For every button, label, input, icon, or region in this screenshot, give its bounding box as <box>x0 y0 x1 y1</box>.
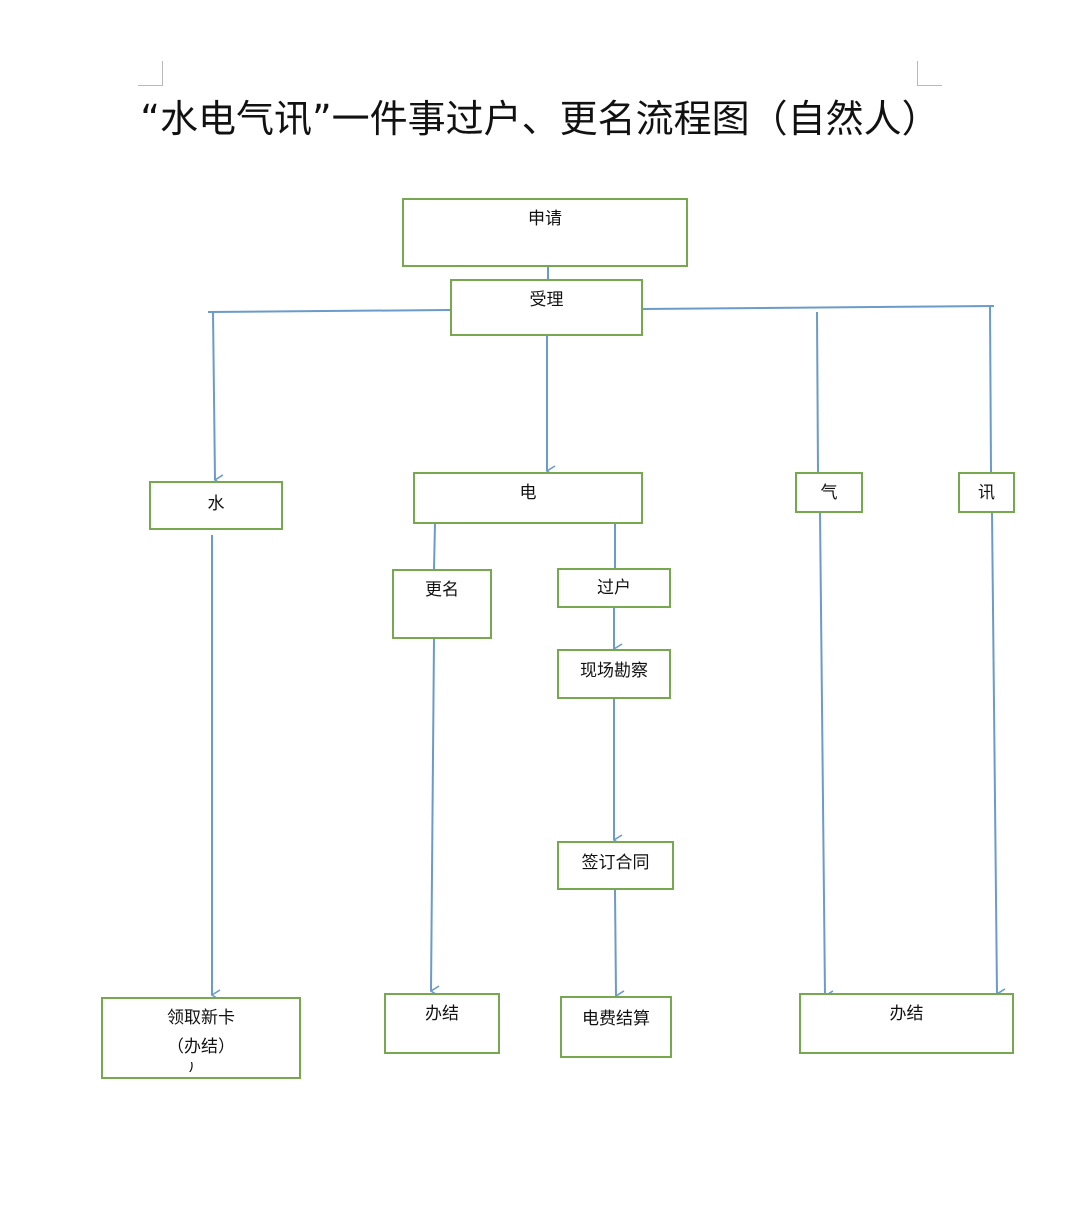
node-apply: 申请 <box>402 198 688 267</box>
node-telecom-label: 讯 <box>978 483 995 503</box>
node-electric-label: 电 <box>519 483 537 503</box>
node-bill-settlement: 电费结算 <box>560 996 672 1058</box>
node-rename-done: 办结 <box>384 993 500 1054</box>
edge-contract-settlement <box>614 889 625 1002</box>
edge-to-water <box>212 311 224 486</box>
edge-accept-left-branch <box>207 309 451 313</box>
edge-telecom-done <box>991 511 1006 1000</box>
node-site-survey: 现场勘察 <box>557 649 671 699</box>
edge-rename-done <box>429 638 440 997</box>
node-sign-contract: 签订合同 <box>557 841 674 890</box>
node-water-done-line1: 领取新卡 <box>167 1008 235 1028</box>
edge-accept-right-branch <box>641 305 995 310</box>
node-sign-contract-label: 签订合同 <box>581 853 650 873</box>
node-water-done: 领取新卡 （办结） ） <box>101 997 301 1079</box>
node-water-done-line3: ） <box>187 1062 205 1072</box>
diagram-title: “水电气讯”一件事过户、更名流程图（自然人） <box>140 97 940 141</box>
node-transfer: 过户 <box>557 568 671 608</box>
node-rename: 更名 <box>392 569 492 639</box>
edge-electric-rename <box>433 522 436 570</box>
node-water: 水 <box>149 481 283 530</box>
node-bill-settlement-label: 电费结算 <box>582 1009 650 1029</box>
page-corner-mark-right <box>917 61 942 86</box>
edge-to-telecom <box>989 305 992 473</box>
node-gas-telecom-done-label: 办结 <box>889 1004 924 1024</box>
node-accept-label: 受理 <box>529 290 564 310</box>
node-water-label: 水 <box>207 494 225 514</box>
node-rename-label: 更名 <box>425 580 459 600</box>
node-transfer-label: 过户 <box>597 578 631 598</box>
edge-gas-done <box>819 511 834 1002</box>
node-site-survey-label: 现场勘察 <box>580 661 648 681</box>
edge-to-gas <box>816 311 819 473</box>
node-electric: 电 <box>413 472 643 524</box>
node-apply-label: 申请 <box>528 209 562 229</box>
node-accept: 受理 <box>450 279 643 336</box>
node-gas: 气 <box>795 472 863 513</box>
page-corner-mark-left <box>138 61 163 86</box>
node-gas-label: 气 <box>820 483 838 503</box>
node-rename-done-label: 办结 <box>425 1004 459 1024</box>
node-telecom: 讯 <box>958 472 1015 513</box>
node-water-done-line2: （办结） <box>167 1037 235 1057</box>
node-gas-telecom-done: 办结 <box>799 993 1014 1054</box>
